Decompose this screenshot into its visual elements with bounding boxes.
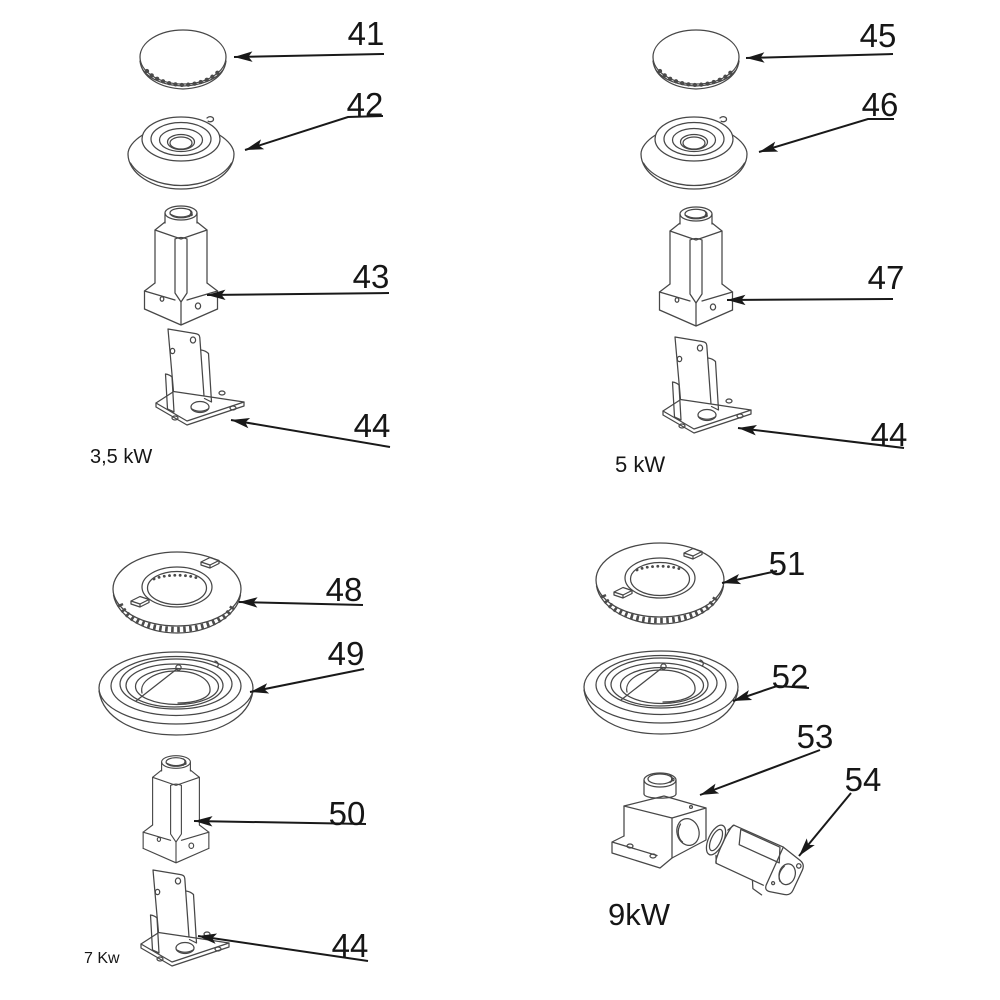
leader-51 xyxy=(721,570,778,585)
leader-54 xyxy=(798,792,852,857)
power-labels: 3,5 kW 5 kW 7 Kw 9kW xyxy=(84,446,671,967)
leader-41 xyxy=(233,51,385,62)
leader-46 xyxy=(758,118,894,153)
callout-leaders xyxy=(193,51,905,962)
callout-47: 47 xyxy=(868,259,905,296)
callout-41: 41 xyxy=(348,15,385,52)
leader-48 xyxy=(238,597,364,608)
callout-48: 48 xyxy=(326,571,363,608)
callout-49: 49 xyxy=(328,635,365,672)
callout-51: 51 xyxy=(769,545,806,582)
leader-44c xyxy=(197,933,369,962)
leader-43 xyxy=(206,289,390,300)
leader-45 xyxy=(745,52,894,63)
leader-49 xyxy=(249,668,365,694)
callout-52: 52 xyxy=(772,658,809,695)
power-label-3-5kw: 3,5 kW xyxy=(90,446,152,468)
leader-47 xyxy=(726,294,894,306)
leader-50 xyxy=(193,816,367,827)
callout-50: 50 xyxy=(329,795,366,832)
callout-44c: 44 xyxy=(332,927,369,964)
callout-45: 45 xyxy=(860,17,897,54)
leader-44a xyxy=(230,417,391,448)
callout-labels: 41 42 43 44 45 46 47 44 48 49 50 44 51 5… xyxy=(326,15,908,964)
power-label-5kw: 5 kW xyxy=(615,452,665,477)
callout-42: 42 xyxy=(347,86,384,123)
callout-44b: 44 xyxy=(871,416,908,453)
callout-46: 46 xyxy=(862,86,899,123)
power-label-7kw: 7 Kw xyxy=(84,950,120,967)
leader-44b xyxy=(737,425,905,449)
callout-44a: 44 xyxy=(354,407,391,444)
callout-43: 43 xyxy=(353,258,390,295)
callout-53: 53 xyxy=(797,718,834,755)
leader-53 xyxy=(699,749,821,796)
leader-52 xyxy=(732,684,810,702)
power-label-9kw: 9kW xyxy=(608,897,671,932)
callout-54: 54 xyxy=(845,761,882,798)
leader-42 xyxy=(244,115,384,151)
